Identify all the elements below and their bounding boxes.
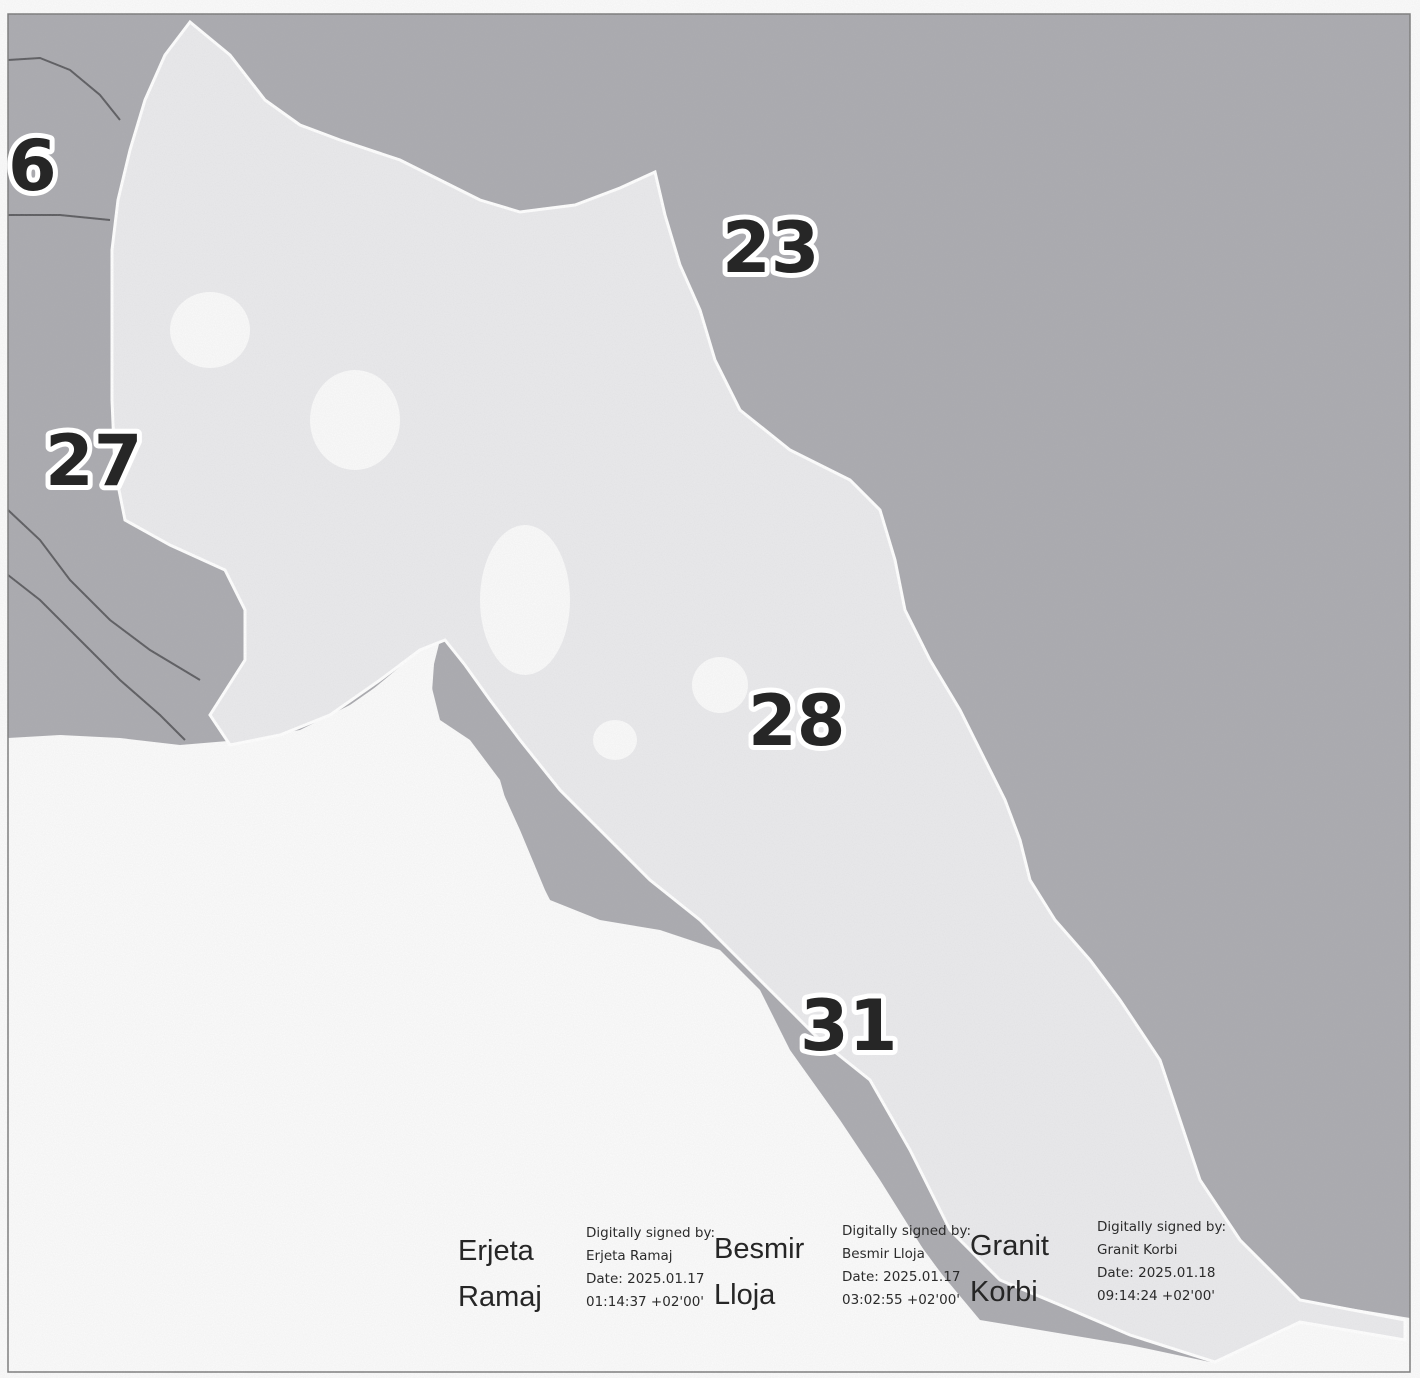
signature-line: 09:14:24 +02'00' <box>1097 1288 1216 1304</box>
signer-name-1: Erjeta Ramaj <box>458 1228 542 1320</box>
signature-details-1: Digitally signed by: Erjeta Ramaj Date: … <box>586 1222 715 1314</box>
signature-line: Date: 2025.01.17 <box>586 1271 705 1287</box>
signature-line: Besmir Lloja <box>842 1246 925 1262</box>
signature-line: Digitally signed by: <box>1097 1219 1227 1235</box>
parcel-label-31: 31 <box>800 985 897 1067</box>
signature-line: Digitally signed by: <box>586 1225 716 1241</box>
signer-last-name: Korbi <box>970 1276 1038 1308</box>
signature-line: 03:02:55 +02'00' <box>842 1292 961 1308</box>
signer-first-name: Besmir <box>714 1233 805 1265</box>
signature-line: Date: 2025.01.17 <box>842 1269 961 1285</box>
signer-first-name: Erjeta <box>458 1235 534 1267</box>
parcel-label-28: 28 <box>748 680 845 762</box>
parcel-label-23: 23 <box>722 207 819 289</box>
signature-details-2: Digitally signed by: Besmir Lloja Date: … <box>842 1220 971 1312</box>
signer-last-name: Ramaj <box>458 1281 542 1313</box>
signer-name-2: Besmir Lloja <box>714 1226 804 1318</box>
signature-details-3: Digitally signed by: Granit Korbi Date: … <box>1097 1216 1226 1308</box>
signer-name-3: Granit Korbi <box>970 1223 1049 1315</box>
signature-line: Granit Korbi <box>1097 1242 1178 1258</box>
parcel-label-6: 6 <box>8 125 57 207</box>
signature-line: Date: 2025.01.18 <box>1097 1265 1216 1281</box>
signer-last-name: Lloja <box>714 1279 776 1311</box>
signer-first-name: Granit <box>970 1230 1049 1262</box>
signature-line: Digitally signed by: <box>842 1223 972 1239</box>
signature-line: Erjeta Ramaj <box>586 1248 673 1264</box>
parcel-label-27: 27 <box>45 420 142 502</box>
signature-line: 01:14:37 +02'00' <box>586 1294 705 1310</box>
